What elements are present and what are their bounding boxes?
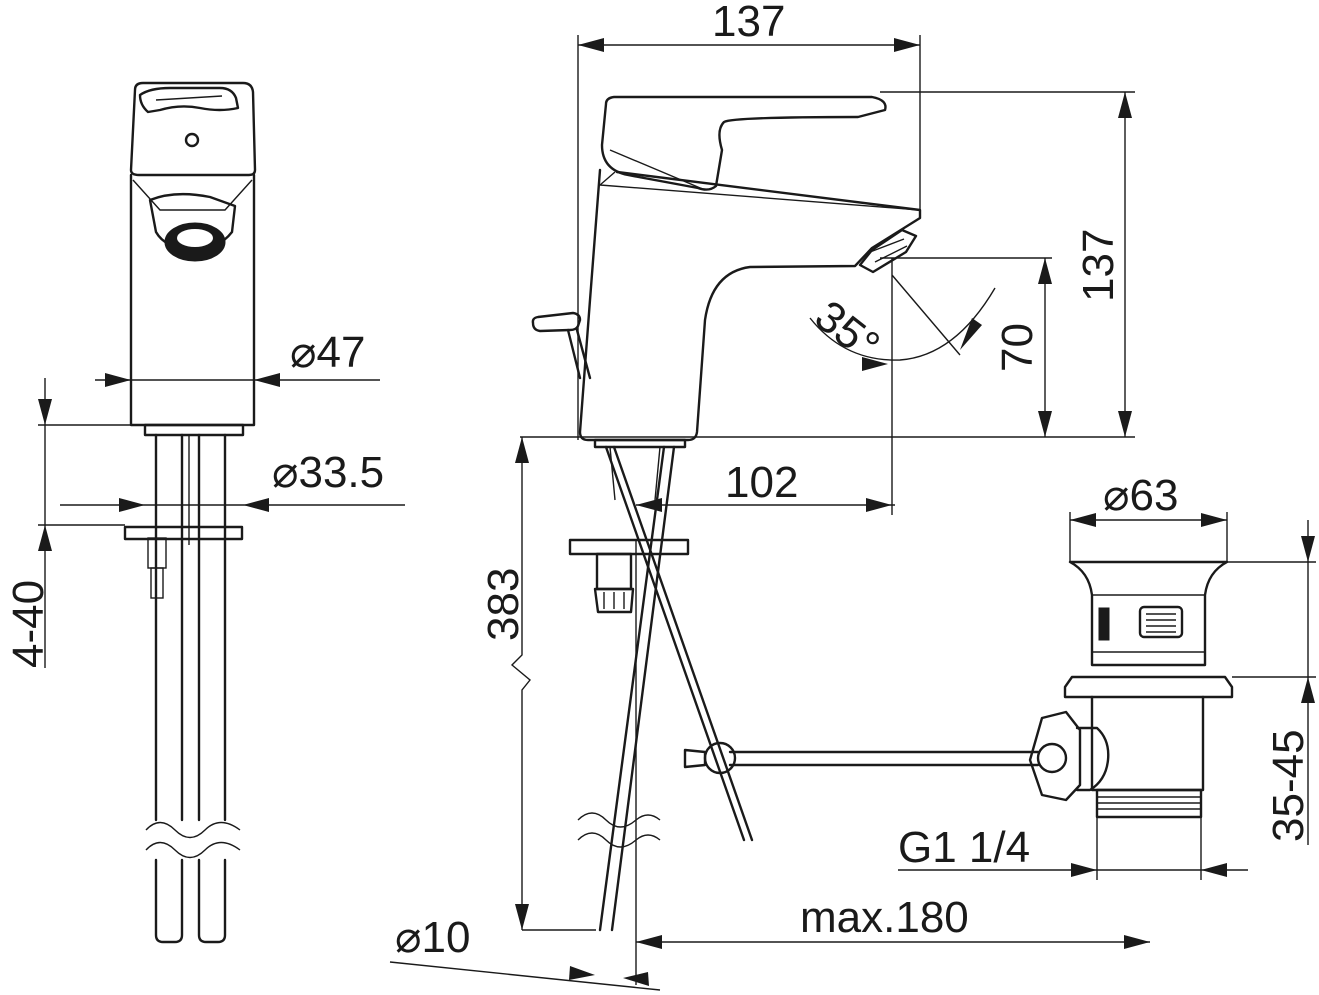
spout-tip <box>858 228 918 274</box>
lift-rod <box>604 445 754 842</box>
mount-nut <box>593 587 635 614</box>
dim-front-width: 137 <box>712 0 785 46</box>
dim-max-reach: max.180 <box>800 893 969 942</box>
dim-deck-thickness: 4-40 <box>4 580 53 668</box>
dim-tail-length: 383 <box>479 568 528 641</box>
waste-flange <box>1068 560 1229 667</box>
dim-base-diameter: ⌀33.5 <box>272 448 384 497</box>
supply-hose-right <box>197 433 227 944</box>
side-body <box>129 173 256 427</box>
waste-slot <box>1138 605 1184 639</box>
pivot-rod <box>728 750 1040 767</box>
dim-rod-diameter: ⌀10 <box>395 913 470 962</box>
mount-plate <box>568 538 690 556</box>
dim-waste-head-diameter: ⌀63 <box>1103 471 1178 520</box>
side-handle <box>129 81 257 177</box>
dim-waste-thread: G1 1/4 <box>898 823 1030 872</box>
spout-body <box>578 168 922 442</box>
supply-hose-left <box>154 433 184 944</box>
dim-spout-clearance: 70 <box>993 323 1042 372</box>
popup-knob <box>531 311 582 333</box>
side-handle-grip <box>138 86 240 114</box>
waste-deck-flange <box>1063 675 1234 699</box>
tail-piece <box>598 445 676 932</box>
dim-waste-deck-thickness: 35-45 <box>1264 729 1313 842</box>
lever <box>600 95 887 191</box>
dim-body-diameter: ⌀47 <box>290 328 365 377</box>
front-view: 137 137 70 35° 102 383 ⌀10 <box>389 0 1150 991</box>
waste-body <box>1090 695 1205 792</box>
dim-total-height: 137 <box>1074 229 1123 302</box>
popup-waste: ⌀63 35-45 G1 1/4 <box>683 471 1316 880</box>
side-view: ⌀47 ⌀33.5 4-40 <box>4 81 405 944</box>
dim-spout-reach: 102 <box>725 458 798 507</box>
